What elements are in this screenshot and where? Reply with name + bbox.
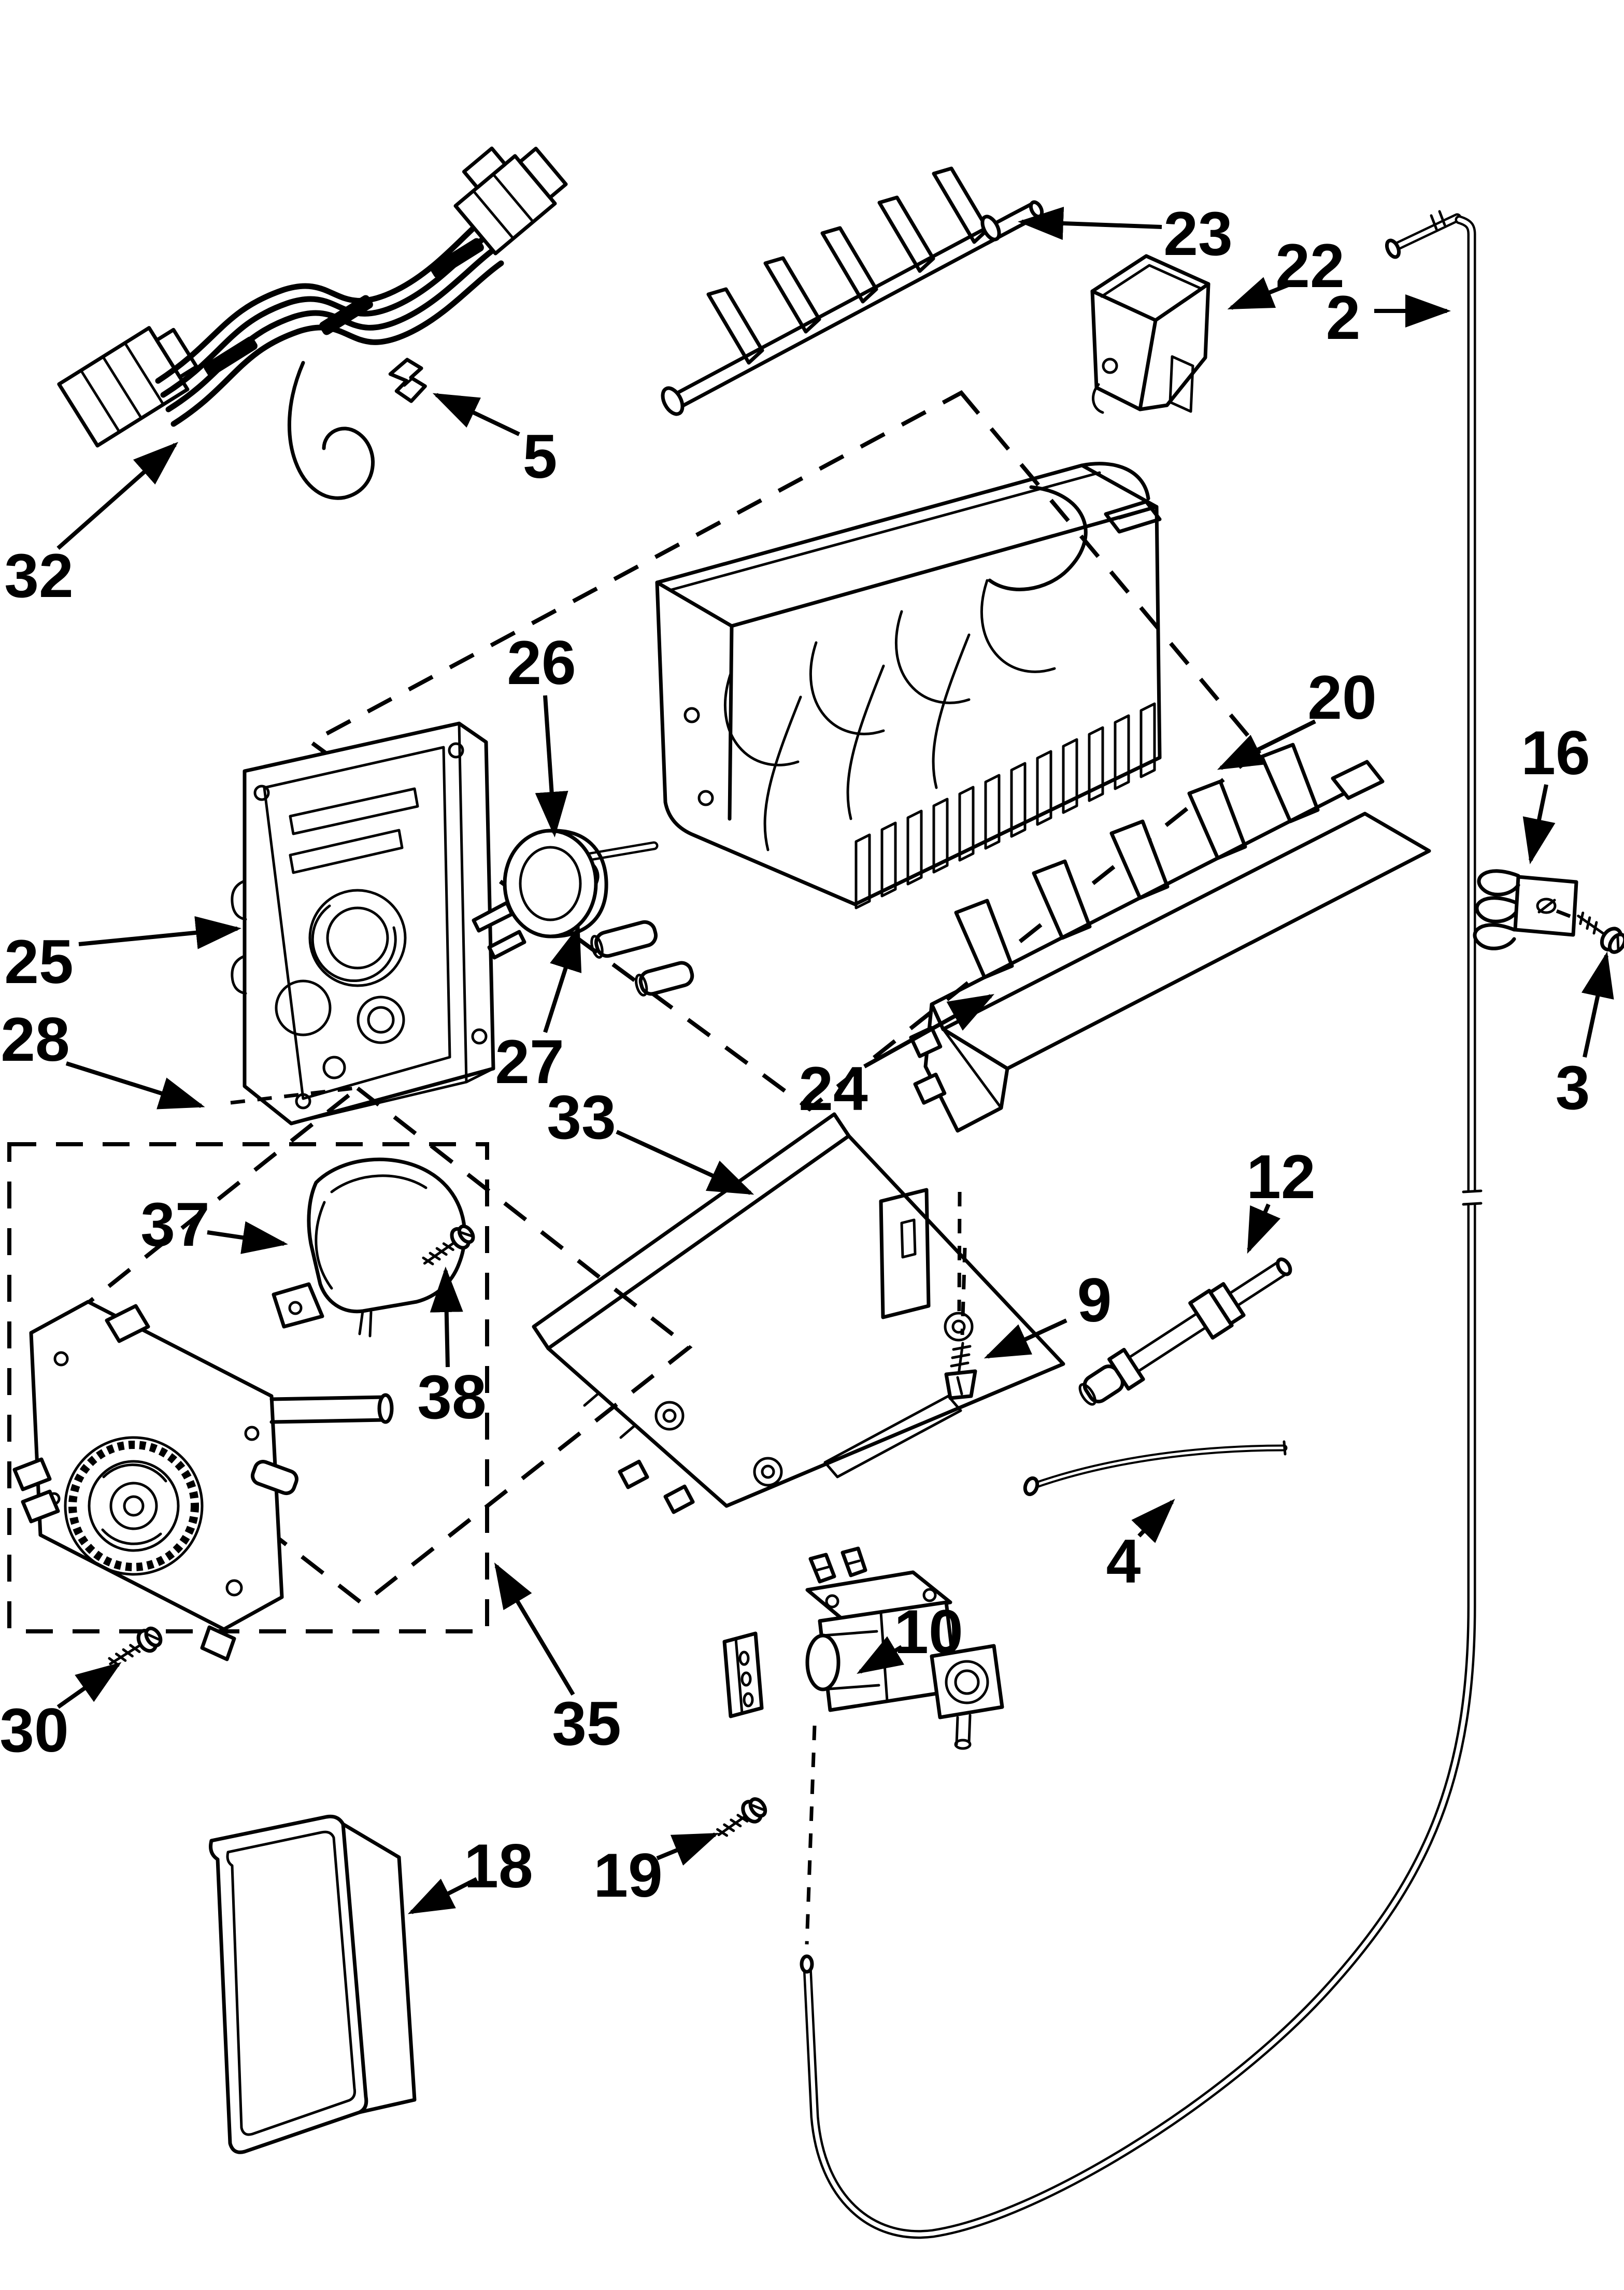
leader-arrow: [1581, 951, 1614, 1058]
part-module-housing: [230, 721, 495, 1126]
part-number-label: 19: [593, 1841, 662, 1910]
part-number-label: 16: [1521, 718, 1590, 788]
part-harness-clip: [388, 358, 427, 403]
part-mounting-plate: [532, 1112, 1065, 1514]
part-number-label: 33: [547, 1083, 616, 1152]
leader-arrow: [78, 916, 241, 949]
leader-arrow: [1131, 1499, 1175, 1543]
part-number-label: 37: [140, 1190, 209, 1259]
part-plate-screw: [944, 1247, 977, 1400]
part-number-label: 2: [1326, 283, 1361, 352]
part-drain-tube: [1023, 1440, 1288, 1496]
leader-arrow: [207, 1221, 288, 1254]
part-number-label: 20: [1307, 663, 1376, 732]
part-water-fill-tube: [800, 210, 1483, 2239]
callout-plate-screw: 9: [984, 1265, 1112, 1359]
part-clamp-screw: [1556, 909, 1624, 954]
callout-module-housing: 25: [4, 916, 241, 997]
callout-drain-tube: 4: [1106, 1499, 1175, 1596]
leader-arrow: [56, 442, 178, 550]
part-ice-mold: [307, 390, 1263, 1112]
part-tube-clamp: [1473, 869, 1578, 950]
callout-water-fill-tube: 2: [1326, 283, 1451, 352]
part-number-label: 10: [894, 1597, 963, 1667]
leader-arrow: [656, 1832, 719, 1866]
part-ice-stripper: [909, 743, 1431, 1133]
callout-fill-cup: 22: [1227, 231, 1345, 310]
leader-arrow: [494, 1562, 575, 1696]
part-number-label: 9: [1077, 1265, 1112, 1335]
part-number-label: 28: [1, 1005, 69, 1074]
leader-arrow: [535, 695, 568, 837]
part-support-assembly: [7, 1085, 693, 1661]
callout-water-valve: 10: [857, 1597, 963, 1674]
callout-ice-stripper: 24: [799, 994, 994, 1123]
part-number-label: 23: [1163, 199, 1232, 268]
leader-arrow: [984, 1318, 1067, 1359]
leader-arrow: [432, 393, 520, 436]
callout-harness-clip: 5: [432, 393, 558, 491]
part-number-label: 32: [4, 541, 73, 610]
part-ejector-arm: [661, 166, 1044, 416]
leader-arrow: [863, 994, 994, 1069]
part-number-label: 26: [507, 628, 576, 698]
part-number-label: 27: [495, 1027, 564, 1097]
callout-motor-stem: 27: [495, 924, 582, 1097]
callout-support-screw: 30: [0, 1662, 122, 1765]
leader-arrow: [1227, 277, 1289, 310]
callout-gear-motor: 37: [140, 1190, 288, 1259]
part-motor-screw: [422, 1224, 475, 1265]
part-number-label: 25: [4, 927, 73, 997]
callout-motor-screw: 38: [417, 1267, 487, 1432]
leader-arrow: [543, 924, 582, 1033]
part-icemaker-cover: [209, 1814, 417, 2154]
part-valve-screw: [716, 1797, 767, 1837]
part-number-label: 18: [464, 1831, 533, 1901]
callout-wire-harness: 32: [4, 442, 178, 610]
callout-ice-mold: 20: [1217, 663, 1377, 770]
callout-thermostat-clip: 26: [507, 628, 576, 837]
part-support-screw: [108, 1626, 163, 1667]
callout-tube-clamp: 16: [1521, 718, 1590, 864]
part-number-label: 38: [417, 1362, 486, 1432]
part-number-label: 30: [0, 1696, 69, 1765]
leader-arrow: [1217, 719, 1316, 770]
leader-arrow: [1247, 1203, 1281, 1254]
part-motor-stem: [472, 829, 608, 960]
part-number-label: 5: [523, 422, 558, 491]
callout-clamp-screw: 3: [1556, 951, 1614, 1122]
part-number-label: 22: [1275, 231, 1344, 301]
leader-arrow: [857, 1636, 905, 1674]
leader-arrow: [1018, 206, 1162, 240]
leader-arrow: [430, 1267, 463, 1368]
callout-icemaker-cover: 18: [407, 1831, 533, 1914]
leader-arrow: [65, 1061, 205, 1110]
leader-arrow: [407, 1877, 478, 1914]
callout-ejector-arm: 23: [1018, 199, 1233, 268]
leader-arrow: [56, 1662, 122, 1709]
callout-module-screw: 28: [1, 1005, 205, 1110]
part-wire-harness: [57, 146, 568, 500]
leader-arrow: [616, 1130, 754, 1195]
part-number-label: 35: [552, 1689, 621, 1758]
callout-support-assembly: 35: [494, 1562, 621, 1758]
part-number-label: 3: [1556, 1053, 1590, 1122]
part-number-label: 12: [1246, 1142, 1315, 1212]
part-number-label: 24: [799, 1054, 868, 1123]
callout-valve-screw: 19: [593, 1832, 719, 1910]
callout-tube-coupler: 12: [1246, 1142, 1316, 1254]
callouts-layer: 32 5 23 222 20 26 25 28 27 24 33 16 3 12 9 4 37 38 35 30 10 1…: [0, 199, 1614, 1914]
part-tube-coupler: [1078, 1257, 1292, 1406]
leader-arrow: [1522, 784, 1556, 864]
part-number-label: 4: [1106, 1527, 1141, 1596]
part-fill-cup: [1090, 254, 1210, 414]
callout-mounting-plate: 33: [547, 1083, 754, 1195]
